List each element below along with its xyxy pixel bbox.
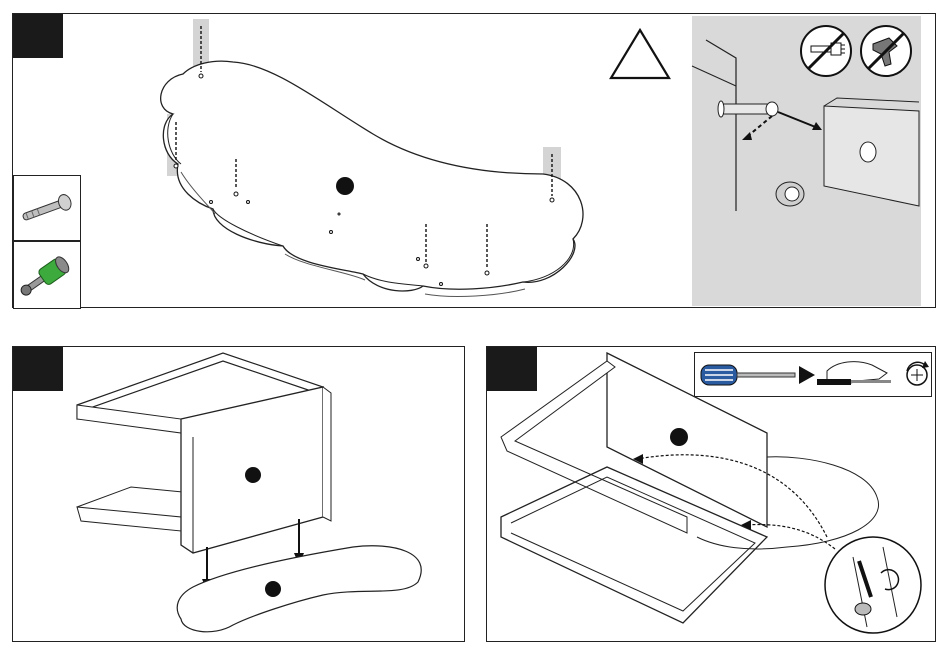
cam-lock-icon [14, 242, 82, 310]
step-2-panel [12, 346, 465, 642]
part-marker-dot [265, 581, 281, 597]
cam-bolt-insertion-diagram [692, 36, 921, 296]
step-2-badge [13, 347, 63, 391]
hardware-cam-lock-box [13, 241, 81, 309]
step-3-panel [486, 346, 936, 642]
step-1-shelf-illustration [153, 14, 593, 309]
kidney-shelf-board [177, 546, 421, 632]
cam-lock-detail-zoom [825, 537, 921, 633]
step-1-panel [12, 13, 936, 308]
part-marker-dot [336, 177, 354, 195]
step-1-badge [13, 14, 63, 58]
part-marker-dot [670, 428, 688, 446]
kidney-shelf-board [161, 61, 583, 291]
part-marker-dot [245, 467, 261, 483]
cam-bolt-detail-inset [692, 16, 921, 306]
step-2-frame-illustration [73, 347, 463, 641]
cam-bolt-icon [14, 176, 82, 242]
warning-triangle-icon [609, 28, 671, 80]
step-3-assembly-illustration [487, 347, 935, 641]
hardware-cam-bolt-box [13, 175, 81, 241]
